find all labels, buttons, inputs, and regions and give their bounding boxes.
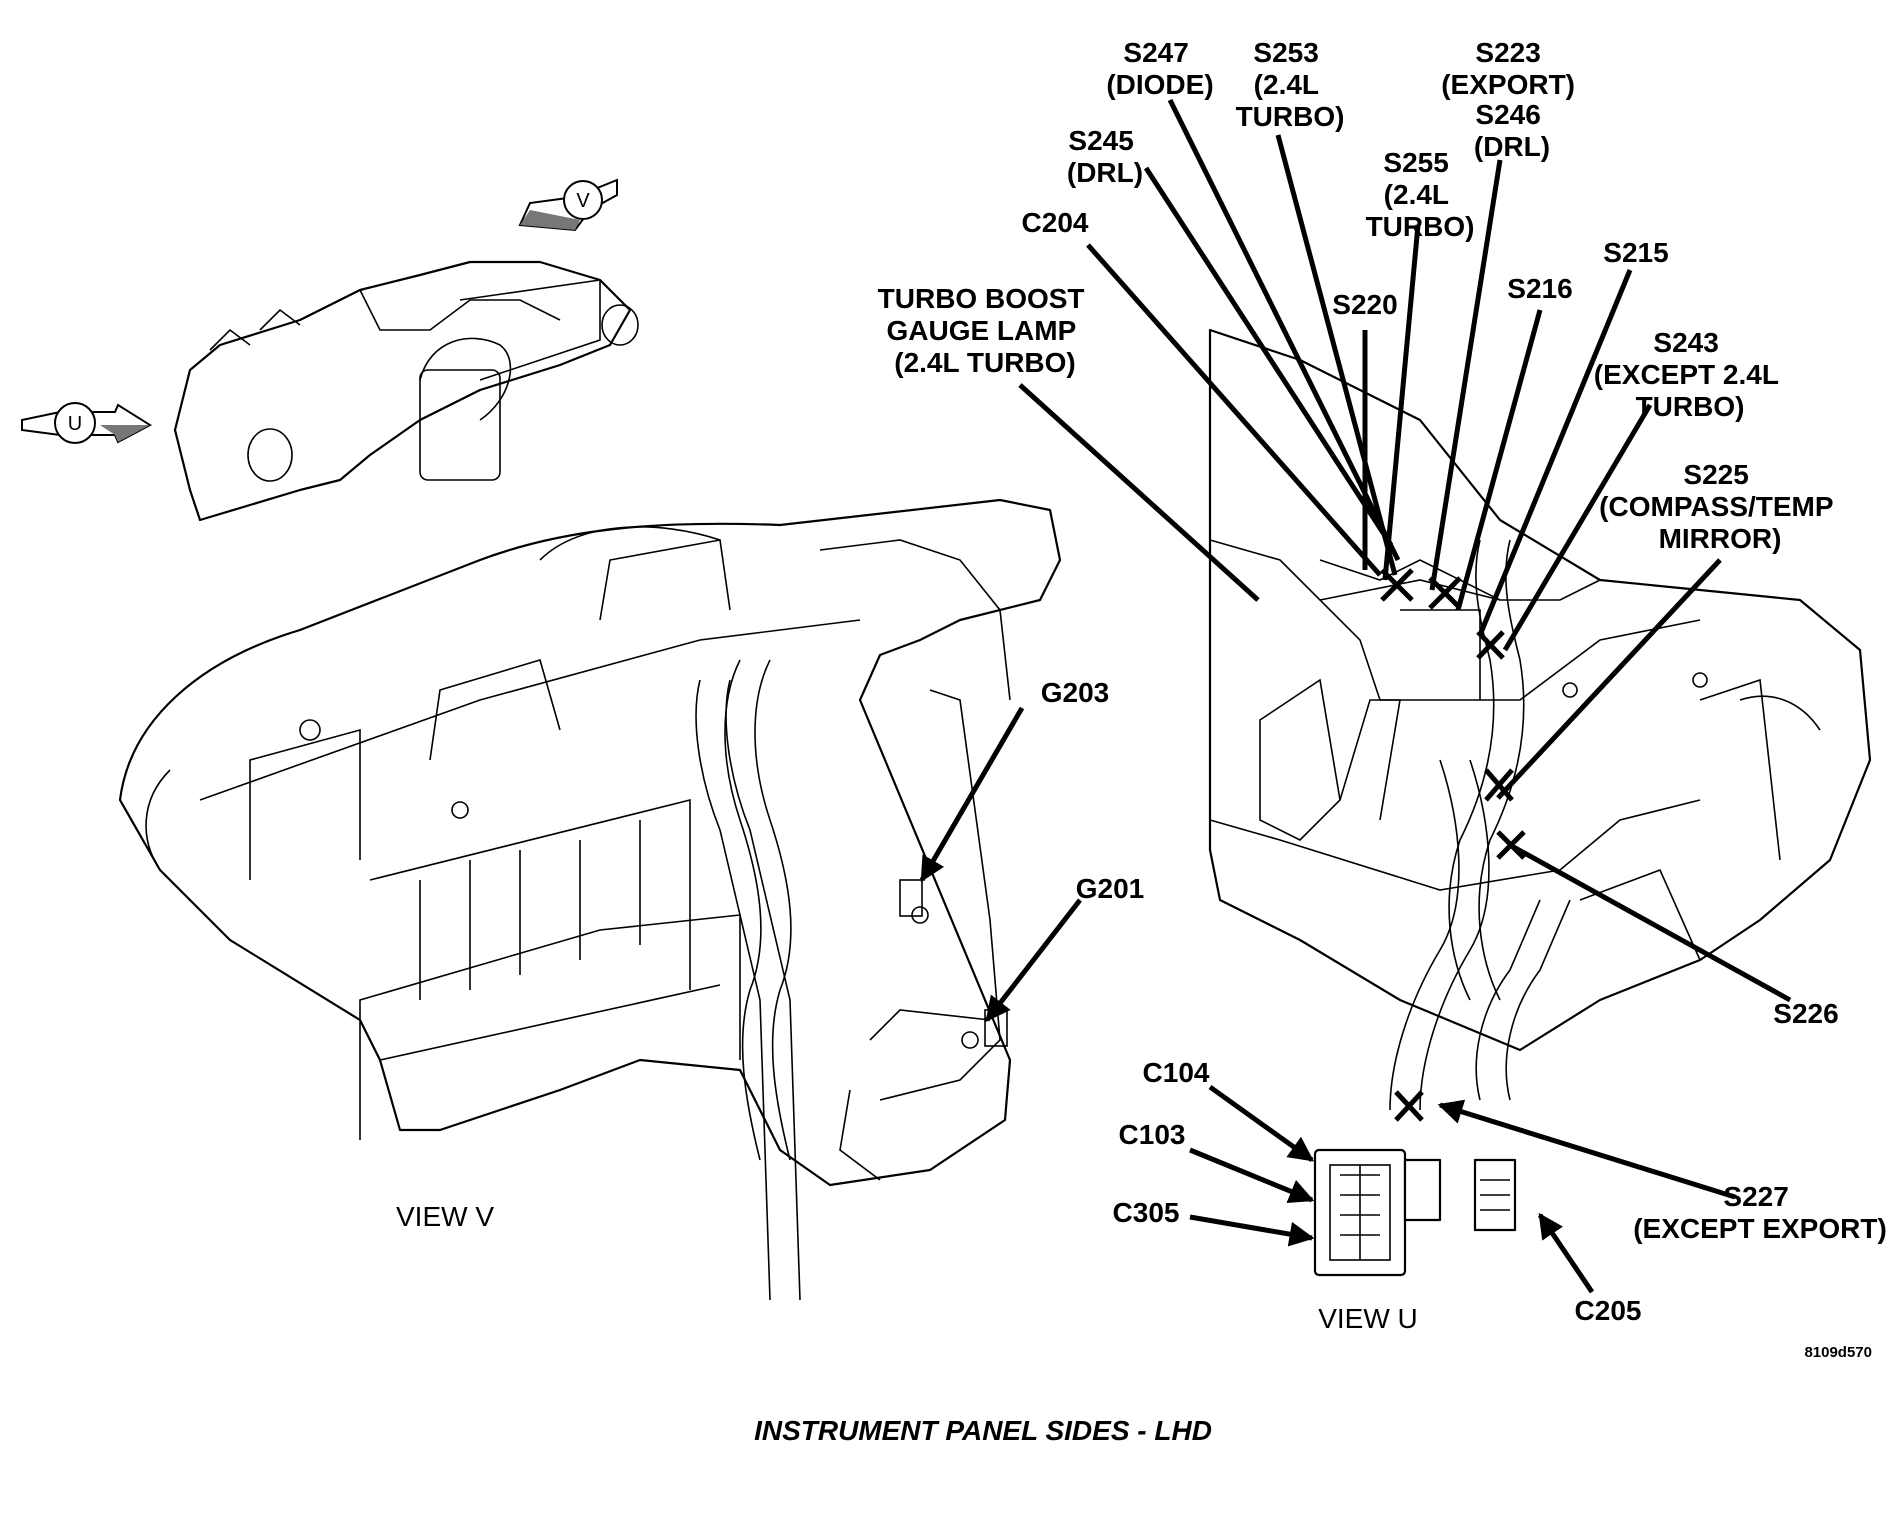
label-s215: S215: [1603, 237, 1668, 268]
diagram-caption: INSTRUMENT PANEL SIDES - LHD: [754, 1415, 1212, 1446]
view-u-instrument-panel-illustration: [1208, 328, 1872, 1277]
view-u-leaders: [1018, 98, 1792, 1294]
label-c103: C103: [1119, 1119, 1186, 1150]
label-s247: S247 (DIODE): [1106, 37, 1213, 100]
label-c104: C104: [1143, 1057, 1210, 1088]
label-s220: S220: [1332, 289, 1397, 320]
label-s227: S227 (EXCEPT EXPORT): [1633, 1181, 1887, 1244]
view-u-title: VIEW U: [1318, 1303, 1418, 1334]
instrument-panel-overview-illustration: [173, 260, 639, 522]
label-turbo-boost-gauge-lamp: TURBO BOOST GAUGE LAMP (2.4L TURBO): [878, 283, 1093, 378]
label-s225: S225 (COMPASS/TEMP MIRROR): [1599, 459, 1841, 554]
figure-code: 8109d570: [1804, 1344, 1872, 1361]
label-s253: S253 (2.4L TURBO): [1236, 37, 1345, 132]
view-v-instrument-panel-illustration: [118, 498, 1062, 1301]
view-v-direction-marker: V: [518, 178, 618, 232]
label-s245: S245 (DRL): [1067, 125, 1143, 188]
label-g203: G203: [1041, 677, 1110, 708]
label-g201: G201: [1076, 873, 1145, 904]
label-c204: C204: [1022, 207, 1089, 238]
view-u-direction-marker: U: [21, 402, 152, 444]
view-u-marker-letter: U: [68, 413, 82, 435]
label-s255: S255 (2.4L TURBO): [1366, 147, 1475, 242]
label-s216: S216: [1507, 273, 1572, 304]
label-s223-s246: S223 (EXPORT) S246 (DRL): [1441, 37, 1583, 162]
view-v-title: VIEW V: [396, 1201, 494, 1232]
label-s226: S226: [1773, 998, 1838, 1029]
view-v-leaders: [919, 706, 1082, 1022]
label-c205: C205: [1575, 1295, 1642, 1326]
label-c305: C305: [1113, 1197, 1180, 1228]
label-s243: S243 (EXCEPT 2.4L TURBO): [1594, 327, 1786, 422]
view-v-marker-letter: V: [576, 190, 590, 212]
